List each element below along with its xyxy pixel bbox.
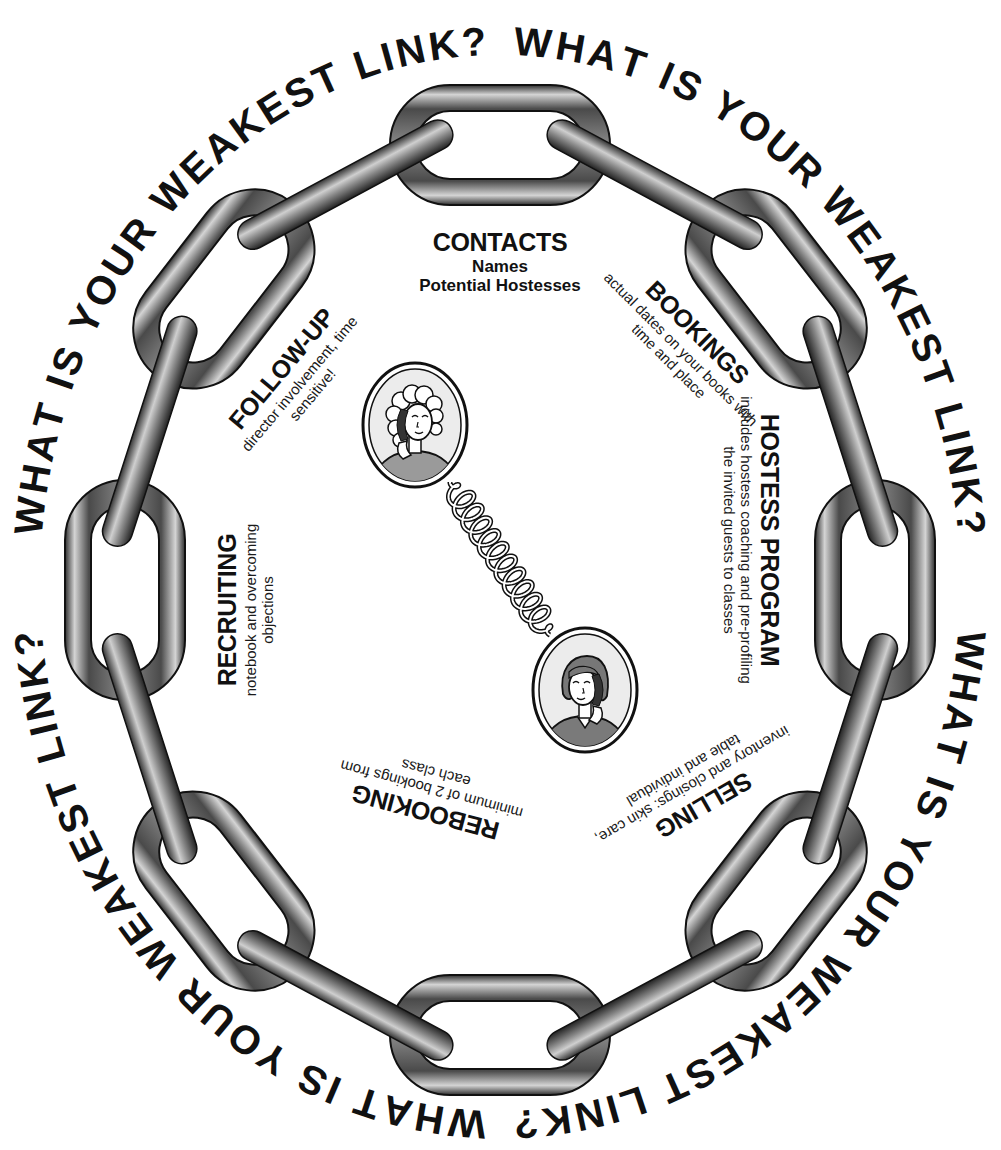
slogan-letter: W [513,21,554,64]
slogan-letter: N [571,1093,608,1138]
slogan-letter: T [615,40,651,86]
slogan-letter: K [540,1099,574,1143]
slogan-letter: N [392,28,429,73]
slogan-letter: ? [950,508,992,536]
slogan-letter: A [936,701,981,738]
slogan-letter: L [27,733,72,767]
chain-link-edge [799,630,901,868]
link-heading: RECRUITING [214,520,242,700]
slogan-letter: K [11,657,55,691]
slogan-letter: N [16,688,61,724]
slogan-letter: ? [513,1103,540,1144]
link-note: notebook and overcoming objections [242,520,277,700]
slogan-letter: W [8,495,52,537]
slogan-letter: K [426,23,460,67]
link-note: Potential Hostesses [385,276,615,296]
woman-on-phone [533,628,637,752]
chain-link-edge [799,312,901,550]
link-heading: HOSTESS PROGRAM [756,395,784,685]
link-caption: REBOOKINGminimum of 2 bookings from each… [321,738,540,852]
slogan-letter: A [378,1089,416,1135]
link-caption: RECRUITINGnotebook and overcoming object… [214,520,276,700]
slogan-letter: T [929,732,974,766]
slogan-letter: ? [8,629,50,657]
link-note: includes hostess coaching and pre-profil… [721,395,756,685]
woman-on-phone [363,363,467,487]
link-bar [799,312,901,550]
link-caption: FOLLOW-UPdirector involvement, time sens… [213,291,376,469]
cord-core [448,482,550,635]
link-caption: HOSTESS PROGRAMincludes hostess coaching… [721,395,783,685]
link-note: inventory and closings: skin care, table… [576,703,801,853]
link-bar [233,115,459,255]
slogan-letter: ? [460,21,487,62]
link-note: Names [385,256,615,276]
slogan-letter: W [948,629,992,671]
chain-link-edge [233,115,459,255]
slogan-letter: K [945,475,989,509]
phone-cord [448,482,550,635]
cord-outline [448,482,550,635]
slogan-letter: N [939,442,984,478]
slogan-letter: H [553,25,588,69]
slogan-letter: H [13,461,57,496]
link-caption: SELLINGinventory and closings: skin care… [576,703,815,877]
link-caption: CONTACTSNamesPotential Hostesses [385,229,615,296]
chain-link-edge [99,630,201,868]
link-heading: CONTACTS [385,229,615,257]
slogan-letter: W [447,1102,488,1145]
slogan-letter: A [19,428,64,465]
chain-link-edge [99,312,201,550]
chain-ring [65,85,935,1095]
link-bar [99,312,201,550]
slogan-letter: H [943,670,987,705]
link-bar [799,630,901,868]
slogan-letter: H [412,1097,447,1141]
link-bar [99,630,201,868]
